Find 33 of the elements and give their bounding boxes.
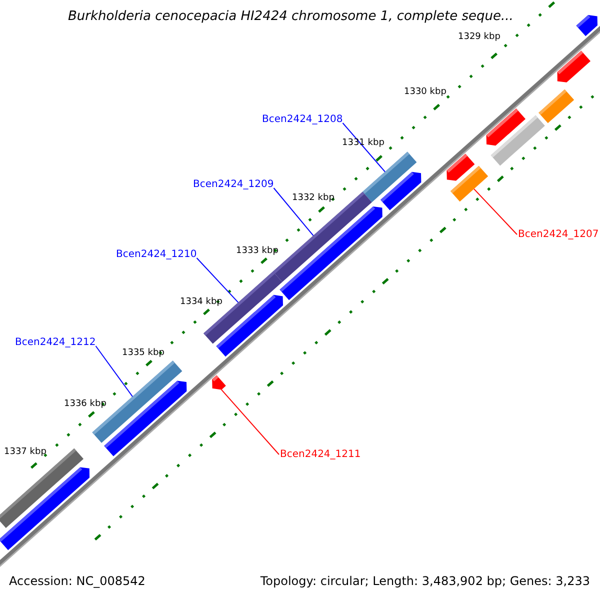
tick-label: 1335 kbp (122, 348, 164, 358)
gene-label: Bcen2424_1207 (518, 229, 599, 240)
gene-feature (0, 467, 90, 550)
gene-feature (538, 89, 574, 124)
leader-line (220, 389, 280, 455)
gene-label: Bcen2424_1211 (280, 449, 361, 460)
gene-feature (380, 172, 422, 210)
genome-info-text: Topology: circular; Length: 3,483,902 bp; Genes: 3,233 (260, 574, 590, 588)
tick-label: 1334 kbp (180, 297, 222, 307)
tick-label: 1337 kbp (4, 447, 46, 457)
leader-line (473, 188, 518, 235)
gene-label: Bcen2424_1212 (15, 337, 96, 348)
gene-label: Bcen2424_1209 (193, 179, 274, 190)
gene-feature (446, 154, 475, 181)
tick-label: 1329 kbp (458, 32, 500, 42)
gene-feature (576, 15, 598, 36)
gene-feature (104, 380, 187, 456)
title: Burkholderia cenocepacia HI2424 chromosome 1, complete seque... (68, 9, 514, 24)
gene-feature (280, 206, 382, 300)
gene-feature (557, 50, 590, 82)
gene-label: Bcen2424_1210 (116, 249, 197, 260)
gene-label: Bcen2424_1208 (262, 114, 343, 125)
leader-line (95, 346, 133, 398)
tick-label: 1333 kbp (236, 246, 278, 256)
tick-label: 1330 kbp (404, 87, 446, 97)
leader-line (342, 122, 386, 172)
leader-line (273, 188, 314, 236)
tick-label: 1332 kbp (292, 193, 334, 203)
gene-feature (212, 375, 226, 390)
tick-label: 1336 kbp (64, 399, 106, 409)
leader-line (196, 258, 239, 303)
gene-feature (490, 115, 545, 166)
accession-text: Accession: NC_008542 (9, 574, 146, 588)
